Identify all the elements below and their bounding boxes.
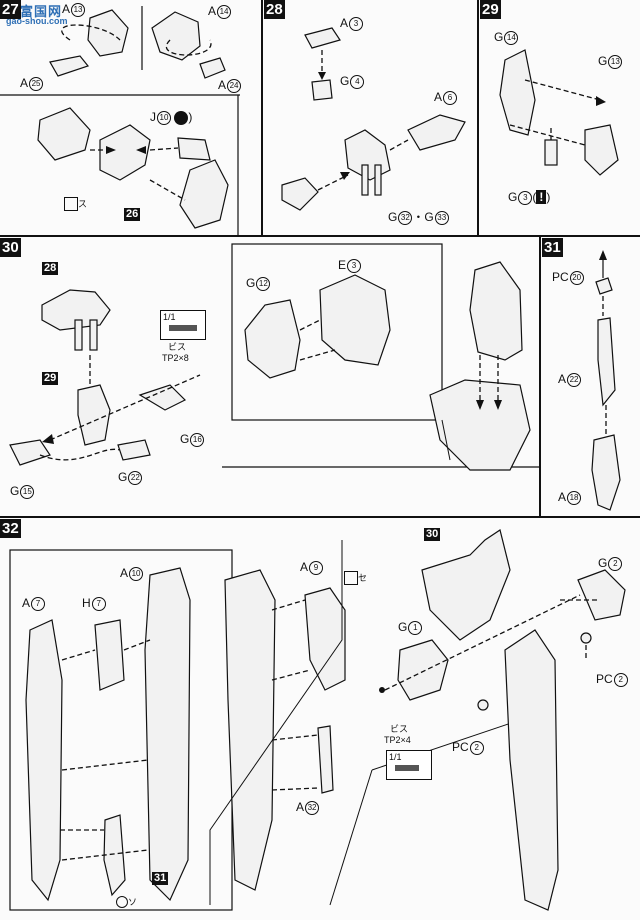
step29-art: [499, 49, 619, 176]
step27-art: [37, 9, 229, 229]
step31-art: [591, 250, 621, 511]
screw-icon: [169, 325, 197, 331]
step-32-number: 32: [0, 519, 21, 538]
step-29-number: 29: [480, 0, 501, 19]
site-url: gao-shou.com: [6, 16, 68, 26]
step-28-number: 28: [264, 0, 285, 19]
step32-art: [9, 529, 626, 911]
ref-badge-28: 28: [42, 262, 59, 275]
step-31-number: 31: [542, 238, 563, 257]
screw-qty: TP2×8: [162, 353, 189, 363]
screw-scale-box: 1/1: [160, 310, 206, 340]
ref-badge-29: 29: [42, 372, 59, 385]
step28-art: [281, 27, 466, 211]
ref-badge-26: 26: [124, 208, 141, 221]
step30-art: [9, 243, 531, 471]
step-27-number: 27: [0, 0, 21, 19]
label-sym-su: ス: [64, 196, 87, 211]
ref-badge-31: 31: [152, 872, 169, 885]
site-logo: 富国网: [20, 4, 63, 19]
screw2-name: ビス: [390, 724, 409, 734]
label-sym-so: ソ: [116, 894, 137, 908]
caution-icon: !: [536, 190, 547, 204]
ref-badge-30: 30: [424, 528, 441, 541]
screw2-icon: [395, 765, 419, 771]
step-30-number: 30: [0, 238, 21, 257]
screw2-scale-box: 1/1: [386, 750, 432, 780]
label-sym-se: セ: [344, 570, 367, 585]
screw2-qty: TP2×4: [384, 735, 411, 745]
screw-name: ビス: [168, 342, 187, 352]
